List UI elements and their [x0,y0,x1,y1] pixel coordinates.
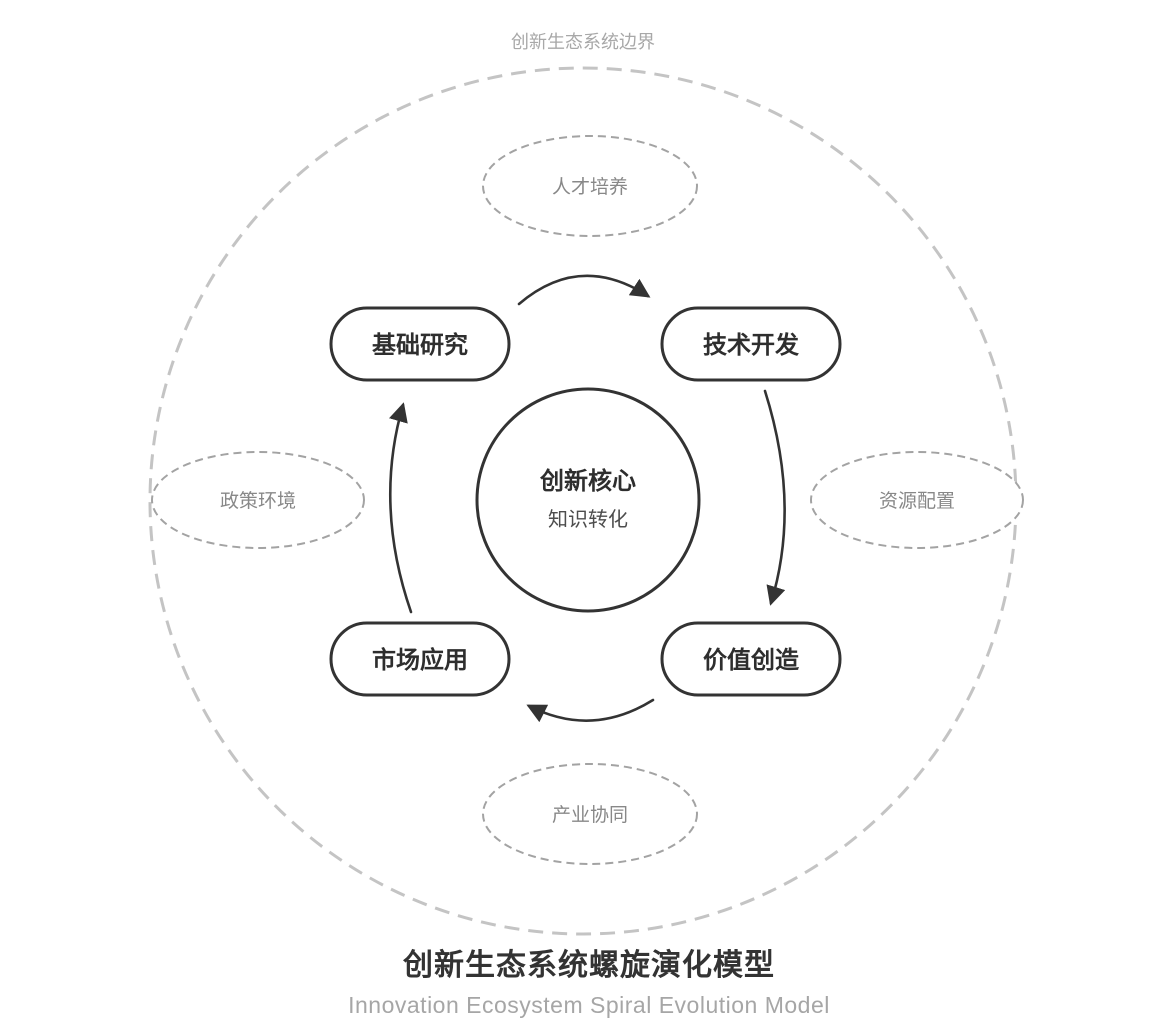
factor-ellipse-industry [482,763,698,865]
environment-factors [151,135,1024,865]
cycle-arrows [389,274,786,723]
factor-ellipse-talent [482,135,698,237]
core-subtitle: 知识转化 [548,508,628,531]
factor-label-policy: 政策环境 [220,490,296,512]
diagram-footer: 创新生态系统螺旋演化模型 Innovation Ecosystem Spiral… [0,948,1169,1019]
arrow-value-to-market [526,698,655,723]
core-circle [475,387,701,613]
factor-label-talent: 人才培养 [552,176,628,198]
node-label-value-creation: 价值创造 [703,646,799,674]
arrow-market-to-basic [389,402,413,614]
diagram-title: 创新生态系统螺旋演化模型 [403,949,775,982]
node-label-market-application: 市场应用 [372,646,468,674]
factor-label-resource: 资源配置 [879,490,955,512]
factor-ellipse-resource [810,451,1024,549]
diagram-subtitle: Innovation Ecosystem Spiral Evolution Mo… [348,992,830,1018]
stage-node-labels: 基础研究 技术开发 价值创造 市场应用 [372,331,799,674]
arrow-basic-to-tech [517,274,651,306]
factor-ellipse-policy [151,451,365,549]
innovation-ecosystem-diagram: 创新生态系统边界 人才培养 政策环境 资源配置 产业协同 [148,32,1024,936]
node-basic-research [329,306,511,382]
core-title: 创新核心 [539,467,636,495]
node-market-application [329,621,511,697]
node-tech-development [660,306,842,382]
factor-label-industry: 产业协同 [552,804,628,826]
ecosystem-boundary-label: 创新生态系统边界 [511,32,655,52]
stage-nodes [329,306,842,697]
node-label-tech-development: 技术开发 [703,331,799,359]
node-label-basic-research: 基础研究 [372,331,468,359]
arrow-tech-to-value [763,389,786,606]
environment-factor-labels: 人才培养 政策环境 资源配置 产业协同 [220,176,955,826]
node-value-creation [660,621,842,697]
